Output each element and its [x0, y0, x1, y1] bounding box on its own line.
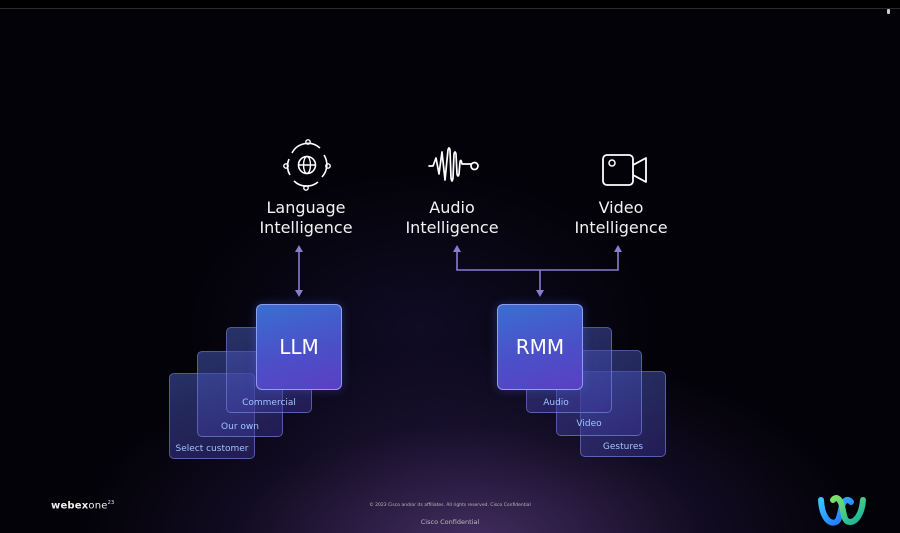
audio-intelligence-label: Audio Intelligence: [405, 198, 499, 237]
rmm-card: RMM: [497, 304, 583, 390]
rmm-layer-label: Audio: [543, 398, 569, 408]
webexone-logo: webexone23: [51, 500, 115, 512]
language-intelligence-label: Language Intelligence: [259, 198, 353, 237]
globe-cycle-icon: [283, 139, 331, 191]
window-top-bar: [0, 0, 900, 9]
copyright-text: © 2023 Cisco and/or its affiliates. All …: [369, 503, 531, 508]
video-camera-icon: [602, 154, 647, 186]
sound-wave-icon: [428, 147, 479, 182]
window-indicator-icon: [887, 9, 890, 14]
llm-layer-label: Commercial: [242, 398, 296, 408]
llm-card: LLM: [256, 304, 342, 390]
rmm-layer-label: Gestures: [602, 442, 644, 452]
video-intelligence-label: Video Intelligence: [574, 198, 668, 237]
llm-layer-label: Select customer: [175, 444, 249, 454]
llm-layer-label: Our own: [221, 422, 259, 432]
llm-label: LLM: [279, 335, 319, 359]
rmm-label: RMM: [515, 335, 565, 359]
webex-brand-icon: [818, 495, 866, 526]
confidential-label: Cisco Confidential: [420, 518, 480, 526]
rmm-layer-label: Video: [576, 419, 602, 429]
